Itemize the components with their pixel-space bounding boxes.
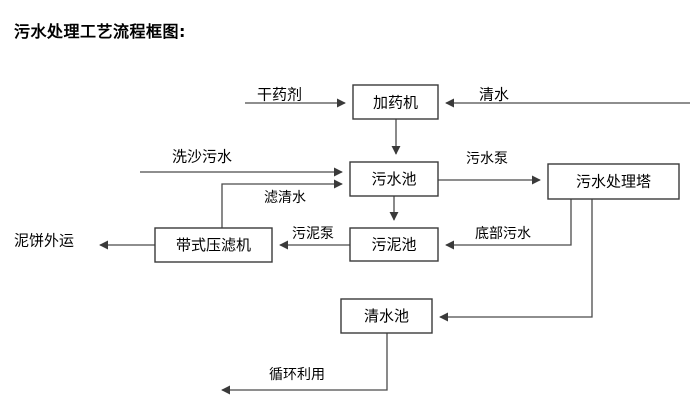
terminal-label-dry-chemical: 干药剂: [257, 86, 302, 104]
edge-label-sewage-pump: 污水泵: [466, 151, 508, 167]
node-treatment-tower[interactable]: 污水处理塔: [547, 163, 680, 200]
node-sludge-pool-label: 污泥池: [371, 236, 416, 254]
nodes-group: 加药机 污水池 污水处理塔 带式压滤机 污泥池 清水池: [154, 84, 680, 334]
edge-label-recycle-reuse: 循环利用: [269, 367, 325, 383]
node-belt-filter-press[interactable]: 带式压滤机: [154, 227, 273, 263]
node-sludge-pool[interactable]: 污泥池: [349, 227, 439, 262]
node-belt-filter-press-label: 带式压滤机: [176, 236, 251, 254]
page-title: 污水处理工艺流程框图:: [14, 22, 186, 41]
node-dosing-machine-label: 加药机: [373, 94, 418, 112]
edge-clear-water-pool-to-recycle-reuse: [221, 333, 388, 395]
edge-label-filtered-water: 滤清水: [264, 190, 306, 206]
node-clear-water-pool-label: 清水池: [364, 307, 409, 325]
terminal-label-clean-water: 清水: [479, 86, 509, 104]
edge-treatment-tower-to-sludge-pool: [445, 199, 572, 250]
node-clear-water-pool[interactable]: 清水池: [340, 298, 433, 334]
terminal-labels-group: 干药剂 清水 洗沙污水 泥饼外运: [14, 86, 509, 250]
edge-filtered-water-to-sewage-pool: [221, 179, 343, 228]
edge-label-sludge-pump: 污泥泵: [292, 226, 334, 242]
terminal-label-mud-cake-out: 泥饼外运: [14, 232, 74, 250]
terminal-label-sand-wash-sewage: 洗沙污水: [172, 148, 232, 166]
edge-treatment-tower-to-clear-water-pool: [439, 199, 593, 322]
node-dosing-machine[interactable]: 加药机: [352, 84, 439, 120]
node-treatment-tower-label: 污水处理塔: [576, 173, 651, 191]
edge-label-bottom-sewage: 底部污水: [475, 226, 531, 242]
edge-labels-group: 污水泵 滤清水 污泥泵 底部污水 循环利用: [264, 151, 531, 383]
node-sewage-pool-label: 污水池: [371, 170, 416, 188]
edges-group: [99, 98, 690, 395]
node-sewage-pool[interactable]: 污水池: [349, 161, 439, 197]
